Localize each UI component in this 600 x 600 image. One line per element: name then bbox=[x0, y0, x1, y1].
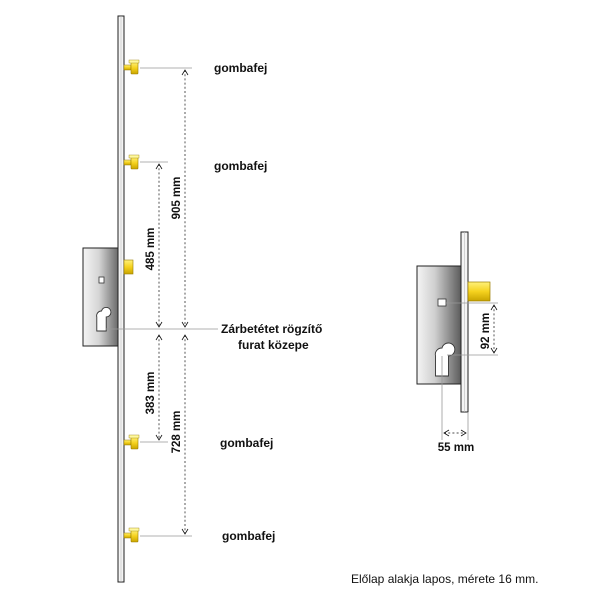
dim-383 bbox=[155, 334, 163, 441]
detail-latch-bolt bbox=[467, 281, 491, 302]
latch-bolt bbox=[123, 259, 134, 275]
mushroom-head-2 bbox=[123, 154, 140, 170]
label-strike-center-line1: Zárbetétet rögzítő bbox=[221, 322, 322, 336]
detail-dim-label-92: 92 mm bbox=[480, 313, 492, 349]
detail-dim-92 bbox=[490, 304, 498, 354]
main-lock: 905 mm 485 mm 383 mm 728 mm gombafej gom… bbox=[82, 15, 322, 583]
dim-label-383: 383 mm bbox=[145, 372, 157, 415]
label-mushroom-head-3: gombafej bbox=[220, 436, 273, 450]
detail-dim-label-55: 55 mm bbox=[438, 442, 474, 454]
label-mushroom-head-2: gombafej bbox=[214, 159, 267, 173]
dim-728 bbox=[181, 334, 189, 535]
dim-905 bbox=[181, 69, 189, 328]
dim-485 bbox=[155, 163, 163, 328]
dim-label-728: 728 mm bbox=[171, 411, 183, 454]
detail-dim-55 bbox=[443, 429, 467, 437]
footnote: Előlap alakja lapos, mérete 16 mm. bbox=[351, 572, 538, 586]
mushroom-head-1 bbox=[123, 59, 140, 75]
detail-square-hole bbox=[437, 298, 447, 307]
cylinder-hole bbox=[96, 307, 112, 332]
detail-lock: 92 mm 55 mm bbox=[416, 231, 498, 454]
mushroom-head-4 bbox=[123, 527, 140, 543]
dim-label-485: 485 mm bbox=[145, 228, 157, 271]
label-mushroom-head-4: gombafej bbox=[222, 529, 275, 543]
label-strike-center-line2: furat közepe bbox=[238, 338, 309, 352]
label-mushroom-head-1: gombafej bbox=[214, 61, 267, 75]
dim-label-905: 905 mm bbox=[171, 177, 183, 220]
mushroom-head-3 bbox=[123, 434, 140, 450]
square-hole bbox=[98, 276, 105, 284]
